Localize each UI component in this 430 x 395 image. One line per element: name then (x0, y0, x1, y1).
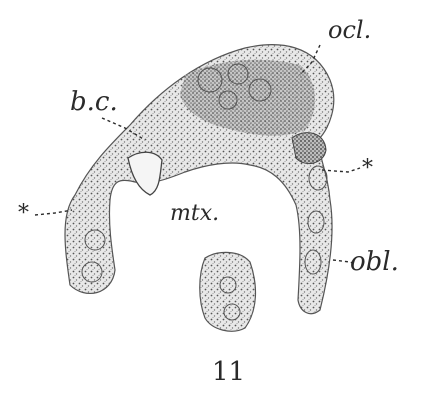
label-mtx: mtx. (170, 201, 219, 226)
label-bc: b.c. (70, 87, 118, 117)
label-obl: obl. (350, 247, 399, 277)
asterisk-left: * (18, 201, 29, 226)
osteoclast-cell (292, 133, 326, 164)
bone-cavity (128, 152, 162, 195)
asterisk-right: * (362, 156, 373, 181)
label-ocl: ocl. (328, 16, 371, 44)
detached-cell-fragment (200, 252, 256, 331)
figure-number: 11 (212, 357, 245, 387)
